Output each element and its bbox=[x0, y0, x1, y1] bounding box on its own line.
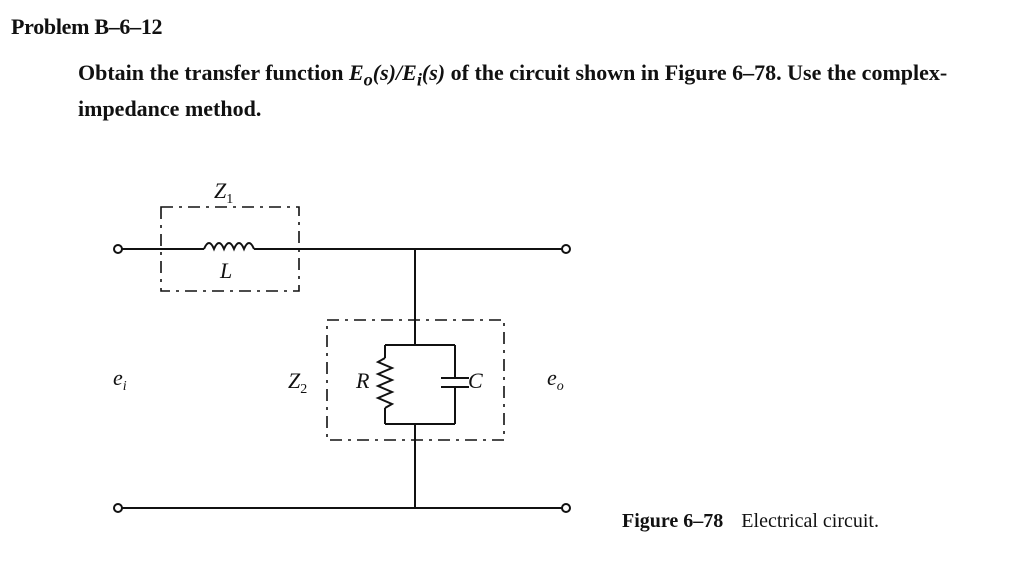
resistor-zigzag bbox=[375, 357, 395, 409]
z1-dashed-box bbox=[160, 206, 300, 292]
z2-label: Z2 bbox=[288, 368, 307, 397]
output-terminal-top bbox=[561, 244, 571, 254]
statement-rest: of the circuit shown in Figure 6–78. Use… bbox=[78, 60, 948, 122]
problem-statement: Obtain the transfer function Eo(s)/Ei(s)… bbox=[78, 58, 1018, 124]
transfer-function-expression: Eo(s)/Ei(s) bbox=[348, 60, 446, 90]
output-voltage-label: eo bbox=[547, 365, 564, 394]
input-voltage-label: ei bbox=[113, 365, 127, 394]
input-terminal-bottom bbox=[113, 503, 123, 513]
inductor-label: L bbox=[219, 258, 232, 283]
problem-heading: Problem B–6–12 bbox=[11, 14, 163, 39]
input-terminal-top bbox=[113, 244, 123, 254]
output-terminal-bottom bbox=[561, 503, 571, 513]
z2-dashed-box bbox=[326, 319, 505, 441]
figure-caption-text: Electrical circuit. bbox=[741, 510, 879, 532]
resistor-label: R bbox=[355, 368, 370, 393]
capacitor-label: C bbox=[468, 368, 483, 393]
figure-number: Figure 6–78 bbox=[622, 510, 724, 532]
inductor-coil bbox=[203, 242, 255, 252]
z1-label: Z1 bbox=[214, 178, 233, 207]
statement-intro: Obtain the transfer function bbox=[78, 60, 349, 85]
figure-caption: Figure 6–78 Electrical circuit. bbox=[622, 510, 879, 533]
